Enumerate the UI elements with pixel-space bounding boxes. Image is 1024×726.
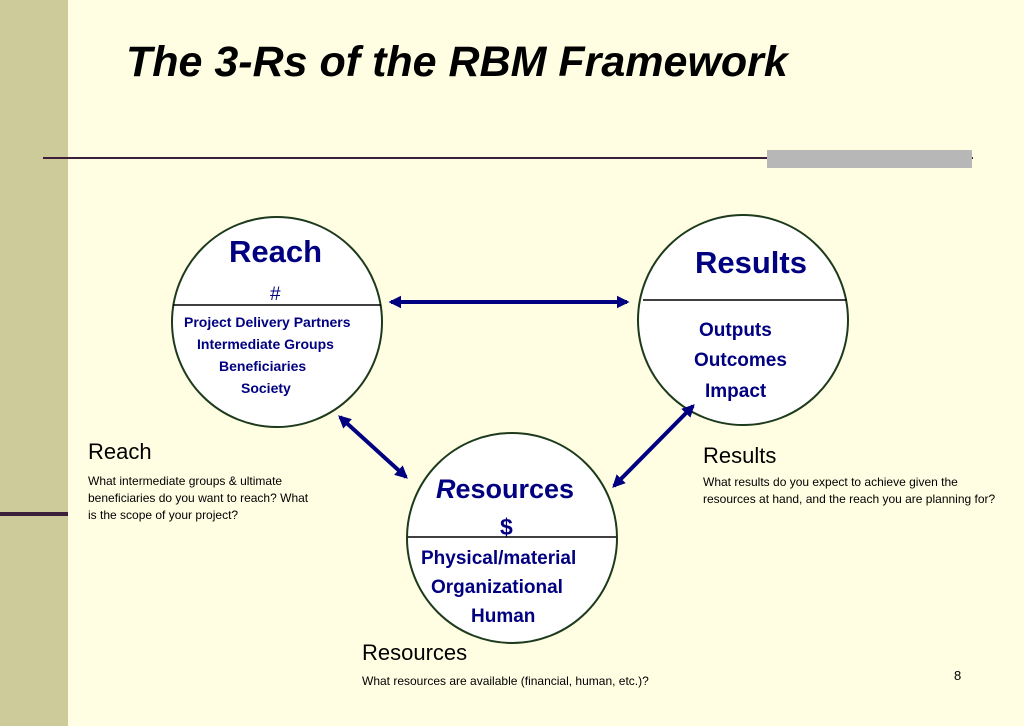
results-note-text: What results do you expect to achieve gi… — [703, 475, 996, 506]
results-note-heading: Results — [703, 443, 777, 468]
reach-note-heading: Reach — [88, 439, 152, 464]
sidebar-accent-line — [0, 512, 68, 516]
resources-item: Organizational — [431, 577, 563, 598]
resources-circle — [406, 432, 618, 644]
reach-item: Beneficiaries — [219, 358, 307, 374]
resources-item: Physical/material — [421, 548, 577, 569]
results-item: Impact — [705, 381, 767, 402]
reach-resources-arrow — [338, 415, 408, 479]
title-rule-block — [767, 150, 972, 168]
resources-circle-title: Resources — [436, 474, 574, 505]
resources-note-text: What resources are available (financial,… — [362, 674, 649, 688]
reach-item: Intermediate Groups — [197, 336, 334, 352]
resources-circle-symbol: $ — [500, 514, 513, 540]
reach-circle-title: Reach — [229, 234, 323, 269]
resources-item: Human — [471, 606, 536, 627]
title-rule — [43, 157, 973, 159]
page-number: 8 — [954, 668, 962, 683]
sidebar-band — [0, 0, 68, 726]
resources-note-heading: Resources — [362, 640, 468, 665]
reach-item: Project Delivery Partners — [184, 314, 351, 330]
results-resources-arrow — [612, 404, 695, 488]
reach-circle-symbol: # — [270, 284, 281, 305]
reach-item: Society — [241, 380, 291, 396]
reach-note-text: What intermediate groups & ultimate bene… — [88, 474, 309, 522]
results-circle — [637, 214, 849, 426]
reach-circle — [171, 216, 383, 428]
results-item: Outputs — [699, 320, 772, 341]
slide-title: The 3-Rs of the RBM Framework — [126, 38, 788, 86]
resources-title-rest: esources — [455, 474, 575, 504]
results-circle-title: Results — [695, 245, 807, 280]
resources-title-initial: R — [436, 474, 456, 504]
results-item: Outcomes — [694, 350, 787, 371]
